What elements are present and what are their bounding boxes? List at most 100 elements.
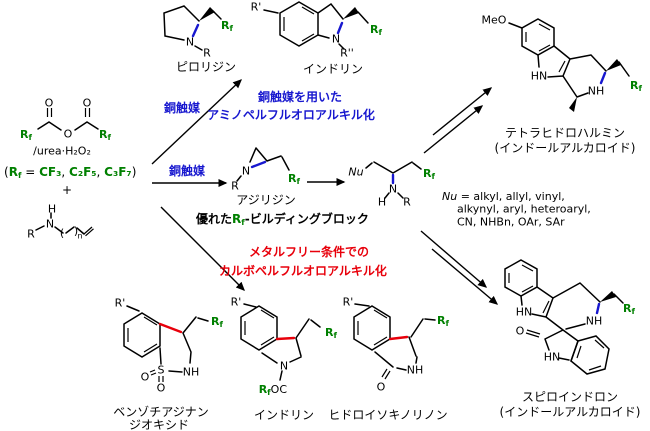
benzo-so-doubles	[149, 369, 164, 382]
anhydride-bonds	[37, 121, 99, 131]
structure-indoline-bottom: R' N RfOC Rf インドリン	[231, 296, 338, 423]
product-label-benzo-line2: ジオキシド	[129, 418, 189, 431]
product-label-thh-sub: (インドールアルカロイド)	[495, 141, 636, 155]
arrow-to-thh-1	[423, 105, 484, 154]
thh-methyl-wedge	[569, 97, 577, 112]
cu-catalyst-label-1: 銅触媒	[163, 100, 201, 115]
aziridine-cn-bond	[250, 160, 267, 169]
atom-nh: NH	[586, 315, 603, 328]
rf-definition: (Rf = CF₃, C₂F₅, C₃F₇)	[4, 165, 136, 180]
urea-text: /urea·H₂O₂	[33, 145, 91, 158]
rf-label: Rf	[370, 23, 382, 37]
atom-n: N	[46, 218, 54, 231]
structure-tetrahydroharmine: MeO HN NH Rf テトラヒドロハルミン (インドールアルカロイド)	[482, 14, 643, 156]
spiro-benzene-lower	[570, 335, 610, 375]
indoline-b-benzene	[240, 305, 278, 351]
product-label-spiro: スピロインドロン	[522, 390, 618, 404]
indoline-top-bonds	[263, 2, 369, 50]
atom-o-bridge: O	[64, 128, 73, 141]
structure-indoline-top: N R'' R' Rf インドリン	[251, 1, 383, 77]
arrow-to-spiro-2	[431, 248, 499, 305]
atom-r-prime: R'	[251, 1, 262, 14]
product-label-thh: テトラヒドロハルミン	[505, 126, 625, 140]
structure-benzothiazinane: R' S NH O O Rf ベンゾチアジナン ジオキシド	[113, 297, 223, 431]
thh-aromatic	[525, 23, 551, 52]
atom-r: R	[203, 47, 211, 60]
subscript-n: n	[77, 232, 82, 241]
atom-n: N	[389, 183, 397, 196]
spiro-cn-bond	[595, 302, 601, 315]
atom-hn-indole: HN	[516, 306, 533, 319]
atom-n: N	[242, 165, 250, 178]
product-label-hiq: ヒドロイソキノリノン	[328, 408, 447, 422]
indoline-top-aromatic	[283, 6, 315, 42]
blue-condition-line1: 銅触媒を用いた	[257, 89, 342, 104]
atom-n: N	[186, 36, 194, 49]
paren-open: (	[60, 227, 64, 240]
product-label-pyrrolidine: ピロリジン	[176, 60, 236, 74]
atom-o: O	[516, 325, 525, 338]
nu-product-bonds	[365, 161, 422, 199]
benzo-bonds	[126, 305, 209, 373]
benzo-benzene	[123, 312, 161, 358]
thh-benzene	[521, 18, 555, 56]
rf-label: Rf	[20, 128, 32, 142]
atom-hn-oxindole: HN	[544, 351, 561, 364]
atom-nh: NH	[407, 364, 424, 377]
hiq-bonds	[354, 303, 436, 371]
atom-s: S	[158, 364, 165, 377]
indoline-top-ch2-wedge	[343, 7, 359, 19]
hiq-benzene	[353, 305, 391, 351]
atom-nu: Nu	[348, 166, 363, 179]
paren-close: )	[74, 225, 78, 238]
arrows	[151, 79, 499, 305]
arrow-to-spiro-1	[420, 230, 488, 288]
reagent-amine: H N R ( ) n	[27, 203, 94, 241]
rf-label: Rf	[325, 326, 337, 340]
thh-bonds	[508, 22, 630, 98]
rf-label: Rf	[99, 128, 111, 142]
atom-n: N	[332, 33, 340, 46]
condition-labels: 銅触媒 銅触媒 銅触媒を用いた アミノペルフルオロアルキル化 優れたRf-ビルデ…	[163, 89, 387, 278]
nu-scope-line3: CN, NHBn, OAr, SAr	[457, 216, 565, 229]
blue-condition-line2: アミノペルフルオロアルキル化	[207, 107, 375, 122]
atom-r-prime: R'	[343, 296, 354, 309]
amine-alkene-double-bond	[83, 226, 94, 237]
red-condition-line1: メタルフリー条件での	[249, 244, 369, 259]
aziridine-bonds	[236, 147, 290, 182]
thh-ch2-wedge	[606, 59, 621, 71]
structure-pyrrolidine: N R Rf ピロリジン	[163, 5, 236, 74]
atom-r: R	[403, 196, 411, 209]
atom-n: N	[280, 360, 288, 373]
nu-scope-line1: Nu = alkyl, allyl, vinyl,	[442, 190, 565, 203]
rf-label: Rf	[288, 172, 300, 186]
atom-r: R	[27, 228, 35, 241]
rf-label: Rf	[211, 315, 223, 329]
rf-label: Rf	[630, 79, 642, 93]
acyl-rfoc-label: RfOC	[259, 383, 288, 397]
spiro-benzene-upper	[504, 259, 538, 297]
plus-sign: +	[62, 183, 72, 197]
structure-hydroisoquinolinone: R' NH O Rf ヒドロイソキノリノン	[328, 296, 449, 423]
structure-aziridine: N R Rf アジリジン	[231, 147, 301, 207]
atom-h: H	[378, 196, 386, 209]
structure-spiroindolone: HN NH O HN Rf スピロインドロン (インドールアルカロイド)	[500, 259, 640, 419]
anhydride-co-double-bonds	[46, 108, 91, 117]
pyrrolidine-cn-bond	[191, 23, 200, 38]
indoline-b-bonds	[243, 303, 321, 381]
indoline-top-benzene	[279, 1, 319, 47]
product-label-indoline-bottom: インドリン	[254, 408, 314, 422]
spiro-co-double	[525, 329, 541, 338]
arrow-to-amino-products	[151, 79, 242, 165]
hiq-co-double	[381, 368, 391, 380]
product-label-aziridine: アジリジン	[236, 193, 296, 207]
amine-bonds	[35, 212, 85, 235]
indoline-top-cn-bond	[336, 21, 344, 35]
hiq-new-cc-bond	[388, 335, 409, 341]
atom-r: R	[231, 180, 239, 193]
atom-o-left: O	[45, 97, 54, 110]
rf-label: Rf	[221, 19, 233, 33]
benzo-new-cc-bond	[158, 322, 183, 334]
arrow-to-thh-2	[432, 87, 493, 136]
